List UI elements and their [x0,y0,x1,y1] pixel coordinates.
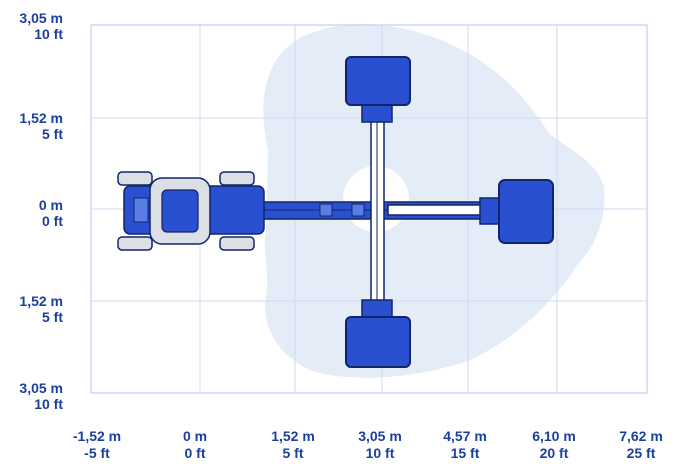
y-label-upper: 1,52 m 5 ft [0,110,63,142]
y-label-top-m: 3,05 m [19,10,63,26]
x-label-15: 4,57 m 15 ft [425,428,505,462]
plot-frame [90,24,648,394]
y-label-bottom: 3,05 m 10 ft [0,380,63,412]
boom-extension [387,204,489,216]
x-label-20-ft: 20 ft [539,445,569,461]
x-label-0: 0 m 0 ft [155,428,235,462]
x-label-0-ft: 0 ft [184,445,206,461]
y-label-bottom-ft: 10 ft [34,396,63,412]
x-label-neg5-ft: -5 ft [84,445,110,461]
x-label-10: 3,05 m 10 ft [340,428,420,462]
y-label-upper-ft: 5 ft [42,126,63,142]
x-label-0-m: 0 m [182,428,208,444]
x-label-10-ft: 10 ft [365,445,395,461]
x-label-25-ft: 25 ft [626,445,656,461]
y-label-center-ft: 0 ft [42,213,63,229]
y-label-center-m: 0 m [38,197,63,213]
x-label-15-ft: 15 ft [450,445,480,461]
x-label-neg5-m: -1,52 m [72,428,122,444]
x-label-15-m: 4,57 m [443,428,487,444]
platform-right [479,179,554,244]
working-envelope [263,24,605,378]
y-label-bottom-m: 3,05 m [19,380,63,396]
x-label-25-m: 7,62 m [619,428,663,444]
x-label-10-m: 3,05 m [358,428,402,444]
y-label-upper-m: 1,52 m [19,110,63,126]
y-label-lower: 1,52 m 5 ft [0,293,63,325]
y-label-lower-ft: 5 ft [42,309,63,325]
x-label-5: 1,52 m 5 ft [253,428,333,462]
machine-top-view [117,56,554,368]
x-label-5-ft: 5 ft [282,445,304,461]
x-label-neg5: -1,52 m -5 ft [57,428,137,462]
x-label-5-m: 1,52 m [271,428,315,444]
y-label-center: 0 m 0 ft [0,197,63,229]
y-label-lower-m: 1,52 m [19,293,63,309]
x-label-25: 7,62 m 25 ft [601,428,681,462]
x-label-20: 6,10 m 20 ft [514,428,594,462]
x-label-20-m: 6,10 m [532,428,576,444]
platform-bottom [345,299,411,368]
y-label-top: 3,05 m 10 ft [0,10,63,42]
chassis [117,171,265,251]
platform-top [345,56,411,123]
y-label-top-ft: 10 ft [34,26,63,42]
